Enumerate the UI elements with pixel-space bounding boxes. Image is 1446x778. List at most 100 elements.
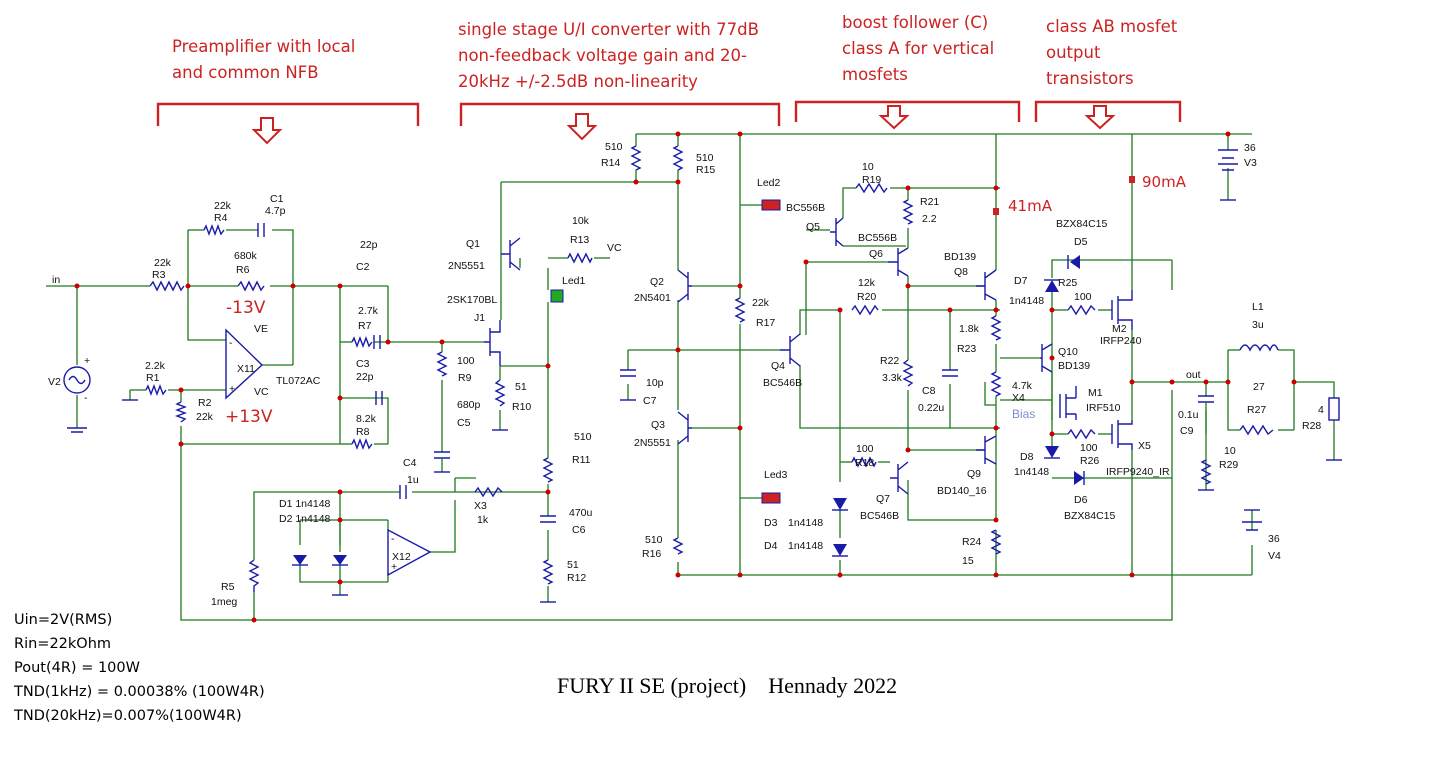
label-q5t: BC556B — [858, 232, 897, 244]
label-r24: R24 — [962, 536, 981, 548]
label-r10v: 51 — [515, 381, 527, 393]
label-r10: R10 — [512, 401, 531, 413]
source-v2: + - — [63, 355, 91, 404]
capacitors — [257, 223, 1214, 523]
label-r16: R16 — [642, 548, 661, 560]
label-c4v: 1u — [407, 474, 419, 486]
label-in: in — [52, 274, 60, 286]
label-q3: Q3 — [651, 419, 665, 431]
label-r7v: 2.7k — [358, 305, 379, 317]
label-l1: L1 — [1252, 301, 1264, 313]
label-r14v: 510 — [605, 141, 623, 153]
label-c9v: 0.1u — [1178, 409, 1199, 421]
label-r18: R18 — [855, 457, 874, 469]
label-d6: D6 — [1074, 494, 1088, 506]
label-x5t: IRFP9240_IR — [1106, 466, 1170, 478]
section-preamp-heading: Preamplifier with local and common NFB — [172, 37, 356, 82]
diagram-title: FURY II SE (project) Hennady 2022 — [557, 673, 898, 698]
label-m1: M1 — [1088, 387, 1103, 399]
pot-x4 — [990, 371, 1002, 397]
led3 — [761, 492, 781, 504]
label-r2v: 22k — [196, 411, 214, 423]
label-d2: D2 1n4148 — [279, 513, 331, 525]
transistors — [501, 217, 1053, 495]
label-r4v: 22k — [214, 200, 232, 212]
label-r4: R4 — [214, 212, 228, 224]
svg-text:+: + — [229, 383, 235, 395]
label-r27: R27 — [1247, 404, 1266, 416]
label-c7: C7 — [643, 395, 657, 407]
label-r23v: 1.8k — [959, 323, 980, 335]
label-v4: V4 — [1268, 550, 1281, 562]
led2 — [761, 199, 781, 211]
label-x3: X3 — [474, 500, 487, 512]
label-l1v: 3u — [1252, 319, 1264, 331]
label-v2: V2 — [48, 376, 61, 388]
label-d3t: 1n4148 — [788, 517, 823, 529]
label-r24v: 15 — [962, 555, 974, 567]
mosfets — [1059, 290, 1133, 450]
label-d4t: 1n4148 — [788, 540, 823, 552]
label-r17v: 22k — [752, 297, 770, 309]
label-q8: Q8 — [954, 266, 968, 278]
label-r29v: 10 — [1224, 445, 1236, 457]
label-r1: R1 — [146, 372, 160, 384]
label-q4: Q4 — [771, 360, 785, 372]
label-d1: D1 1n4148 — [279, 498, 331, 510]
label-r5: R5 — [221, 581, 235, 593]
label-r13: R13 — [570, 234, 589, 246]
label-d6t: BZX84C15 — [1064, 510, 1116, 522]
label-d5: D5 — [1074, 236, 1088, 248]
label-q7t: BC546B — [860, 510, 899, 522]
label-r19: R19 — [862, 174, 881, 186]
label-c8v: 0.22u — [918, 402, 944, 414]
label-r8v: 8.2k — [356, 413, 377, 425]
junction-dots — [74, 131, 1297, 623]
led1 — [550, 289, 564, 303]
label-led2t: BC556B — [786, 202, 825, 214]
label-r6: R6 — [236, 264, 250, 276]
label-c1v: 4.7p — [265, 205, 286, 217]
label-r14: R14 — [601, 157, 620, 169]
label-d7: D7 — [1014, 275, 1028, 287]
label-c1: C1 — [270, 193, 284, 205]
label-r29: R29 — [1219, 459, 1238, 471]
label-c2v: 22p — [360, 239, 378, 251]
label-q6: Q6 — [869, 248, 883, 260]
wiring — [46, 133, 1335, 621]
label-c2: C2 — [356, 261, 370, 273]
section-follower-heading: boost follower (C) class A for vertical … — [842, 13, 995, 84]
label-r28: R28 — [1302, 420, 1321, 432]
label-j1: J1 — [474, 312, 485, 324]
label-j1t: 2SK170BL — [447, 294, 497, 306]
svg-text:-: - — [391, 533, 395, 545]
label-r11: R11 — [572, 454, 591, 466]
label-r21: R21 — [920, 196, 939, 208]
label-r12: R12 — [567, 572, 586, 584]
label-led2: Led2 — [757, 177, 781, 189]
label-r22v: 3.3k — [882, 372, 903, 384]
svg-text:+: + — [84, 355, 90, 367]
jfet-j1 — [484, 320, 501, 366]
spec-item: TND(20kHz)=0.007%(100W4R) — [14, 708, 242, 724]
label-v4v: 36 — [1268, 533, 1280, 545]
label-x4v: 4.7k — [1012, 380, 1033, 392]
label-c7v: 10p — [646, 377, 664, 389]
label-r15: R15 — [696, 164, 715, 176]
section-brackets — [156, 100, 1182, 145]
label-q10: Q10 — [1058, 346, 1078, 358]
label-r19v: 10 — [862, 161, 874, 173]
svg-text:-: - — [84, 392, 88, 404]
label-r25v: 100 — [1074, 291, 1092, 303]
label-r26: R26 — [1080, 455, 1099, 467]
label-r3: R3 — [152, 269, 166, 281]
label-c3v: 22p — [356, 371, 374, 383]
label-r22: R22 — [880, 355, 899, 367]
opamp-x12: - + — [387, 528, 432, 577]
label-r21v: 2.2 — [922, 213, 937, 225]
label-v3v: 36 — [1244, 142, 1256, 154]
label-r13v: 10k — [572, 215, 590, 227]
label-q2t: 2N5401 — [634, 292, 671, 304]
label-q3t: 2N5551 — [634, 437, 671, 449]
pot-x3 — [474, 486, 503, 498]
